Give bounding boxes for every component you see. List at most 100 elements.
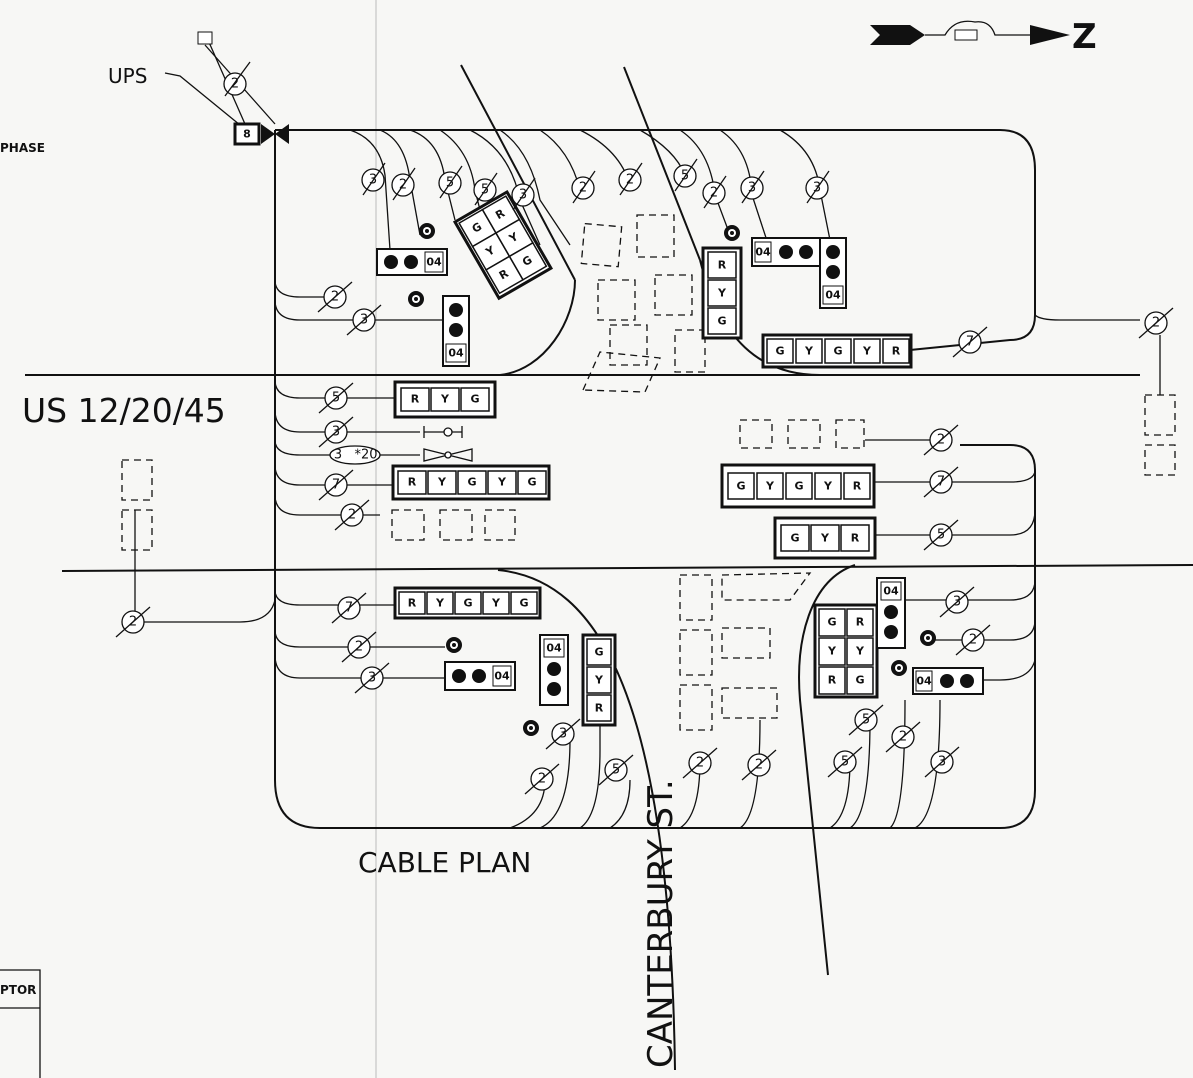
cable-count-bubble: 5 (473, 172, 498, 206)
phase-label-fragment: PHASE (0, 141, 45, 155)
svg-text:04: 04 (448, 347, 464, 360)
svg-text:R: R (718, 259, 727, 272)
loop-detectors (121, 214, 1176, 731)
svg-text:G: G (717, 315, 726, 328)
svg-text:R: R (856, 616, 865, 629)
cable-count-bubble: 3 (354, 662, 390, 694)
descriptor-table (0, 969, 41, 1078)
svg-text:5: 5 (446, 176, 454, 191)
cable-count-bubble: 2 (571, 170, 596, 204)
north-arrow-icon (870, 20, 1070, 45)
cable-count-bubble: 5 (923, 519, 959, 551)
svg-text:G: G (527, 476, 536, 489)
svg-text:3: 3 (938, 755, 946, 770)
cable-count-bubble: 5 (827, 746, 863, 778)
cable-count-bubble: 2 (341, 631, 377, 663)
push-buttons (408, 223, 936, 736)
svg-text:G: G (463, 597, 472, 610)
svg-text:3: 3 (368, 671, 376, 686)
svg-text:2: 2 (755, 758, 763, 773)
svg-text:5: 5 (841, 755, 849, 770)
cable-count-bubble: 2 (923, 424, 959, 456)
svg-text:Y: Y (855, 645, 865, 658)
svg-text:*20: *20 (354, 448, 377, 463)
svg-text:2: 2 (129, 615, 137, 630)
cabinet-number: 8 (243, 128, 251, 141)
svg-text:R: R (828, 674, 837, 687)
svg-text:G: G (794, 480, 803, 493)
svg-text:G: G (519, 597, 528, 610)
north-label: Z (1072, 17, 1097, 57)
svg-text:2: 2 (355, 640, 363, 655)
svg-text:2: 2 (710, 186, 718, 201)
road-edge-east-diag (623, 66, 701, 261)
svg-text:5: 5 (862, 713, 870, 728)
cable-count-bubble: 2 (741, 749, 777, 781)
cable-count-bubble: 2 (524, 763, 560, 795)
svg-text:3: 3 (519, 188, 527, 203)
svg-text:G: G (833, 345, 842, 358)
svg-text:7: 7 (332, 478, 340, 493)
cable-count-bubble: 5 (438, 165, 463, 199)
cable-count-bubble: 5 (598, 754, 634, 786)
curb-nw (380, 279, 576, 376)
svg-text:Y: Y (862, 345, 872, 358)
svg-text:5: 5 (681, 169, 689, 184)
road-edge-canterbury-west (497, 569, 676, 1071)
ups-label: UPS (108, 64, 147, 88)
svg-text:Y: Y (435, 597, 445, 610)
svg-text:5: 5 (937, 528, 945, 543)
cabinet-valve-symbol (261, 124, 289, 144)
cable-count-bubble: 7 (331, 592, 367, 624)
svg-text:Y: Y (437, 476, 447, 489)
svg-text:2: 2 (696, 756, 704, 771)
cable-count-bubble: 2 (223, 61, 251, 97)
svg-text:G: G (790, 532, 799, 545)
cable-count-bubble: 2 (702, 175, 727, 209)
conduit-bottom-right (274, 444, 1036, 829)
cable-count-bubble: 3 (740, 170, 765, 204)
svg-text:Y: Y (717, 287, 727, 300)
street-label-us-12-20-45: US 12/20/45 (22, 391, 226, 430)
svg-text:2: 2 (348, 508, 356, 523)
svg-text:R: R (853, 480, 862, 493)
svg-text:Y: Y (765, 480, 775, 493)
cable-plan-title: CABLE PLAN (358, 846, 531, 879)
controller-cabinet (233, 122, 261, 146)
ped-heads: 04 04 04 04 04 04 04 04 (376, 237, 984, 706)
svg-text:3: 3 (369, 173, 377, 188)
cable-count-bubbles: 2 3 2 5 5 3 2 2 5 2 3 3 2 3 5 3 3*20 7 2… (115, 61, 1174, 795)
svg-text:04: 04 (825, 289, 841, 302)
cable-count-bubble: 3*20 (329, 445, 381, 465)
signal-heads: R Y G R Y G Y G R Y G Y G G Y G Y R (391, 189, 913, 727)
svg-text:04: 04 (916, 675, 932, 688)
svg-text:2: 2 (969, 633, 977, 648)
svg-text:7: 7 (966, 335, 974, 350)
svg-text:04: 04 (426, 256, 442, 269)
svg-text:3: 3 (559, 727, 567, 742)
svg-text:2: 2 (1152, 316, 1160, 331)
svg-text:G: G (467, 476, 476, 489)
cable-count-bubble: 2 (885, 721, 921, 753)
cable-count-bubble: 2 (334, 499, 370, 531)
cable-count-bubble: 5 (318, 382, 354, 414)
svg-text:R: R (408, 476, 417, 489)
svg-text:3: 3 (813, 181, 821, 196)
cable-count-bubble: 2 (317, 281, 353, 313)
svg-text:Y: Y (823, 480, 833, 493)
cable-count-bubble: 7 (318, 469, 354, 501)
cable-count-bubble: 7 (952, 326, 988, 358)
cable-count-bubble: 3 (318, 416, 354, 448)
cable-count-bubble: 7 (923, 466, 959, 498)
cable-count-bubble: 2 (618, 162, 643, 196)
svg-text:G: G (470, 393, 479, 406)
svg-text:7: 7 (345, 601, 353, 616)
cable-count-bubble: 3 (939, 586, 975, 618)
svg-text:2: 2 (899, 730, 907, 745)
cable-count-bubble: 2 (391, 167, 416, 201)
cable-count-bubble: 2 (955, 624, 991, 656)
svg-text:Y: Y (497, 476, 507, 489)
cable-count-bubble: 3 (805, 170, 830, 204)
svg-text:3: 3 (360, 313, 368, 328)
svg-text:G: G (855, 674, 864, 687)
